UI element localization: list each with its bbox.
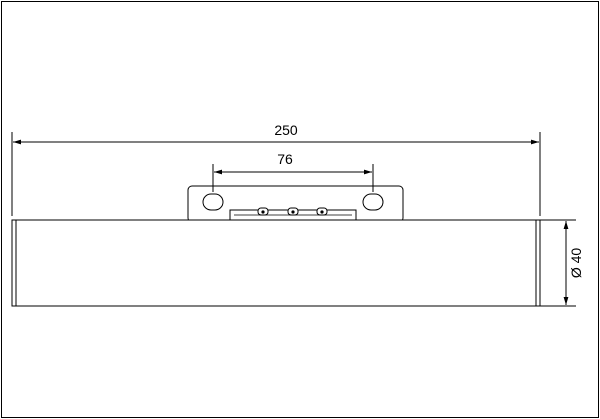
diameter-dimension: Ø 40	[540, 219, 584, 307]
overall-length-dimension: 250	[11, 122, 541, 216]
clip-screw-1	[257, 207, 269, 216]
clip-screw-3	[316, 207, 328, 216]
tube-body	[11, 219, 541, 307]
overall-length-label: 250	[274, 122, 298, 138]
diameter-label: Ø 40	[568, 248, 584, 279]
hole-spacing-label: 76	[277, 151, 293, 167]
hole-spacing-dimension: 76	[212, 151, 374, 192]
mounting-hole-left	[202, 193, 224, 211]
mounting-hole-right	[362, 193, 384, 211]
clip-screw-2	[287, 207, 299, 216]
